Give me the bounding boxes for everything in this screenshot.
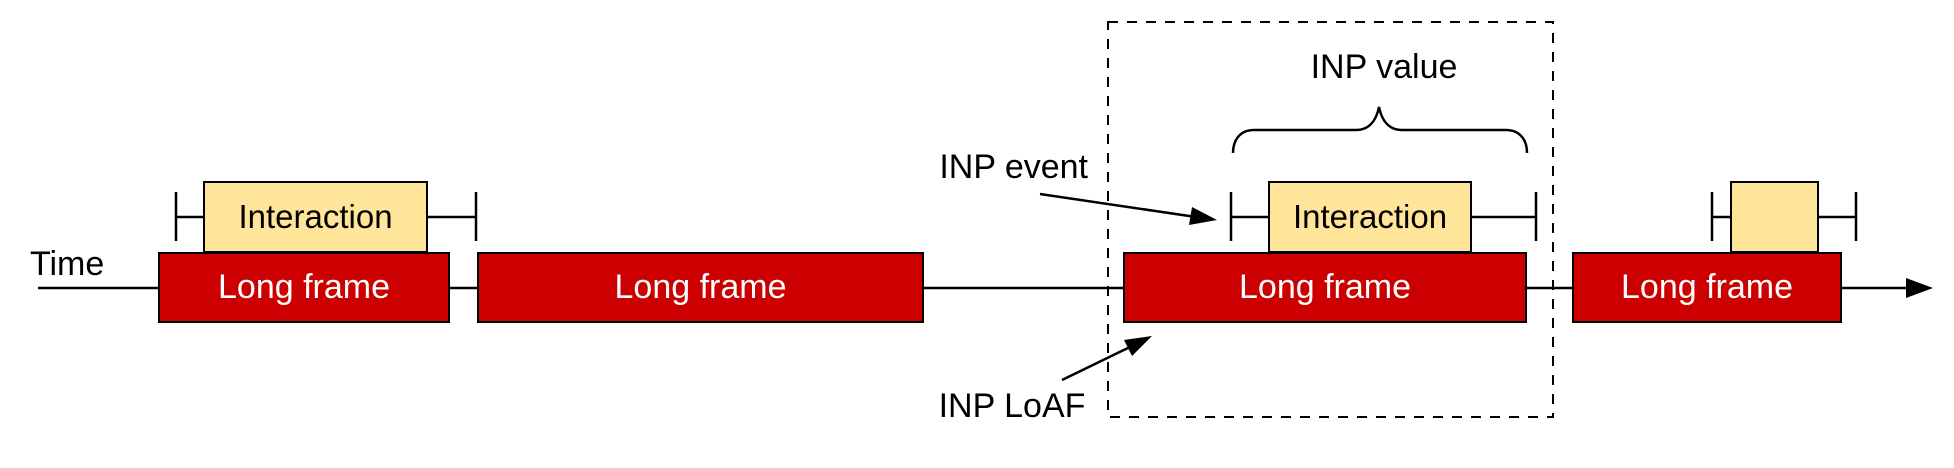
interaction-1-label: Interaction	[238, 198, 393, 235]
inp-loaf-arrow-line	[1061, 344, 1133, 382]
time-axis-arrowhead-icon	[1906, 278, 1933, 298]
inp-event-arrowhead-icon	[1189, 207, 1217, 225]
inp-event-arrow-line	[1039, 192, 1197, 219]
inp-loaf-arrowhead-icon	[1124, 336, 1152, 356]
long-frame-box-1: Long frame	[158, 252, 450, 323]
long-frame-box-3: Long frame	[1123, 252, 1527, 323]
long-frame-1-label: Long frame	[218, 268, 390, 306]
inp-loaf-dashed-outline	[1107, 21, 1554, 418]
long-frame-2-label: Long frame	[614, 268, 787, 306]
time-axis-label: Time	[30, 245, 105, 283]
inp-value-label: INP value	[1310, 48, 1458, 86]
inp-loaf-label: INP LoAF	[938, 387, 1086, 425]
long-frame-box-2: Long frame	[477, 252, 924, 323]
interaction-2-label: Interaction	[1292, 198, 1448, 235]
inp-event-label: INP event	[939, 148, 1088, 186]
long-frame-3-label: Long frame	[1239, 268, 1411, 306]
interaction-box-3	[1730, 181, 1819, 253]
long-frame-4-label: Long frame	[1621, 268, 1793, 306]
inp-value-brace	[1231, 106, 1529, 154]
interaction-box-2: Interaction	[1268, 181, 1472, 253]
long-frame-box-4: Long frame	[1572, 252, 1842, 323]
interaction-box-1: Interaction	[203, 181, 428, 253]
